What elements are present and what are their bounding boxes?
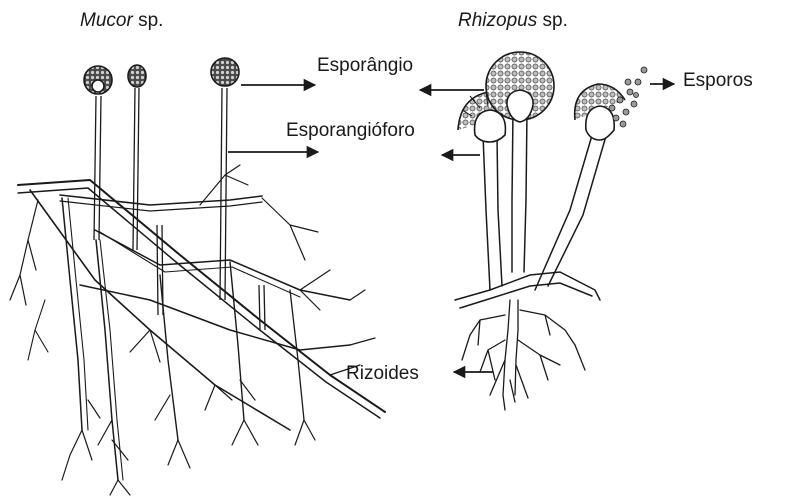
label-sporangium: Esporângio (317, 55, 413, 77)
label-spores: Esporos (683, 70, 753, 92)
mucor-hyphae (10, 165, 385, 495)
rhizopus-stolon (455, 272, 600, 308)
label-rhizoids: Rizoides (346, 363, 419, 385)
mucor-sporangia (84, 58, 239, 94)
rhizopus-rhizoids (462, 300, 585, 410)
label-sporangiophore: Esporangióforo (286, 120, 415, 142)
rhizopus-sporangia (458, 52, 625, 142)
